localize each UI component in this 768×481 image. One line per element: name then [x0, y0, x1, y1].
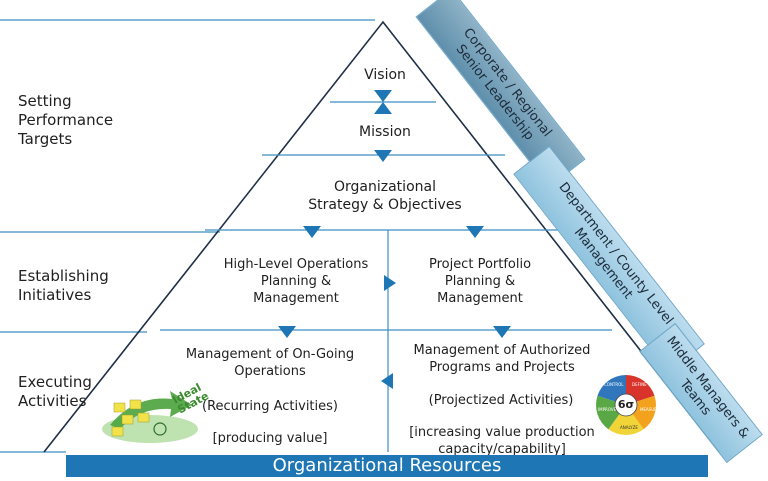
- row-label-executing-activities: Executing Activities: [18, 373, 92, 410]
- ongoing-operations-label: Management of On-Going Operations: [185, 347, 355, 379]
- arrow-right-planning: [384, 275, 396, 291]
- cycle-label-control: CONTROL: [604, 382, 624, 387]
- cycle-label-improve: IMPROVE: [598, 407, 617, 412]
- arrow-down-strategy-right: [466, 226, 484, 238]
- projectized-activities-label: (Projectized Activities): [428, 393, 574, 408]
- six-sigma-symbol: 6σ: [617, 398, 635, 411]
- ideal-state-icon: Ideal State: [100, 381, 211, 447]
- arrow-down-portfolio: [493, 326, 511, 338]
- cycle-label-measure: MEASURE: [640, 407, 660, 412]
- six-sigma-icon: 6σ CONTROL DEFINE MEASURE ANALYZE IMPROV…: [594, 373, 660, 437]
- arrow-left-execution: [381, 373, 393, 389]
- mission-label: Mission: [359, 124, 411, 140]
- authorized-programs-label: Management of Authorized Programs and Pr…: [413, 343, 591, 375]
- arrow-down-mission: [374, 150, 392, 162]
- increasing-value-label: [increasing value production capacity/ca…: [409, 425, 595, 457]
- arrow-up-mission: [374, 102, 392, 114]
- row-label-setting-targets: Setting Performance Targets: [18, 92, 114, 148]
- arrow-down-ops: [278, 326, 296, 338]
- ops-planning-label: High-Level Operations Planning & Managem…: [223, 257, 369, 306]
- portfolio-planning-label: Project Portfolio Planning & Management: [428, 257, 532, 306]
- row-label-establishing-initiatives: Establishing Initiatives: [18, 267, 109, 304]
- strategy-label: Organizational Strategy & Objectives: [308, 179, 462, 213]
- organizational-resources-bar: Organizational Resources: [66, 455, 708, 477]
- arrow-down-strategy-left: [303, 226, 321, 238]
- recurring-activities-label: (Recurring Activities): [202, 399, 338, 414]
- vision-label: Vision: [364, 67, 406, 83]
- arrow-down-vision: [374, 90, 392, 102]
- cycle-label-analyze: ANALYZE: [620, 425, 638, 430]
- producing-value-label: [producing value]: [212, 431, 328, 446]
- cycle-label-define: DEFINE: [632, 382, 647, 387]
